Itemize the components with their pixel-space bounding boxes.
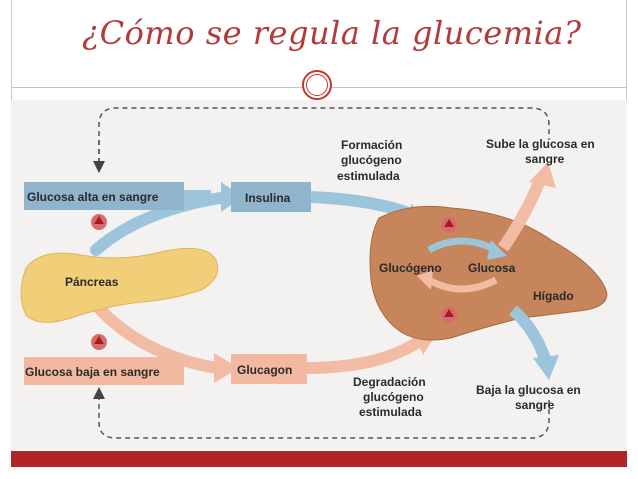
label-formacion-3: estimulada (337, 169, 400, 183)
label-glucosa-baja: Glucosa baja en sangre (25, 365, 160, 379)
label-baja-2: sangre (515, 398, 555, 412)
arrow-pancreas-to-glucagon (91, 300, 218, 374)
cycle-arrow-bottom (427, 276, 498, 293)
diagram-svg: Glucosa alta en sangre Insulina Glucosa … (20, 107, 608, 439)
arrow-sube-head (529, 162, 556, 188)
glycemia-diagram: Glucosa alta en sangre Insulina Glucosa … (11, 100, 627, 450)
marker-alta-arrow-icon (94, 216, 104, 224)
label-glucogeno: Glucógeno (379, 261, 442, 275)
arrow-baja-glucosa (508, 305, 552, 364)
label-pancreas: Páncreas (65, 275, 119, 289)
marker-liver-top-arrow-icon (444, 219, 454, 227)
label-sube-1: Sube la glucosa en (486, 137, 595, 151)
box-insulina (231, 182, 311, 212)
label-glucosa: Glucosa (468, 261, 516, 275)
liver-shape (369, 205, 608, 341)
circle-ornament-inner-icon (306, 74, 328, 96)
label-higado: Hígado (533, 289, 574, 303)
footer-accent-bar (11, 451, 627, 467)
label-formacion-2: glucógeno (341, 153, 402, 167)
slide-title: ¿Cómo se regula la glucemia? (82, 14, 582, 52)
label-degradacion-2: glucógeno (363, 390, 424, 404)
cycle-arrow-top-head (487, 240, 507, 260)
feedback-loop-top (98, 107, 550, 172)
label-baja-1: Baja la glucosa en (476, 383, 581, 397)
marker-baja-arrow-icon (94, 336, 104, 344)
box-glucosa-alta (24, 182, 184, 210)
label-insulina: Insulina (245, 191, 291, 205)
label-degradacion-3: estimulada (359, 405, 422, 419)
arrow-glucagon-to-liver (306, 335, 425, 374)
label-degradacion-1: Degradación (353, 375, 426, 389)
cycle-arrow-top (427, 237, 498, 254)
feedback-loop-bottom (93, 387, 550, 439)
label-sube-2: sangre (525, 152, 565, 166)
arrow-head-glucagon (214, 353, 239, 383)
label-glucagon: Glucagon (237, 363, 292, 377)
cycle-arrow-bottom-head (417, 270, 433, 290)
arrow-sube-glucosa (498, 175, 547, 252)
box-glucagon (231, 354, 307, 384)
marker-liver-bottom-arrow-icon (444, 309, 454, 317)
label-formacion-1: Formación (341, 138, 402, 152)
label-glucosa-alta: Glucosa alta en sangre (27, 190, 159, 204)
arrow-baja-head (533, 355, 559, 380)
box-glucosa-baja (24, 357, 184, 385)
pancreas-shape (20, 247, 219, 323)
